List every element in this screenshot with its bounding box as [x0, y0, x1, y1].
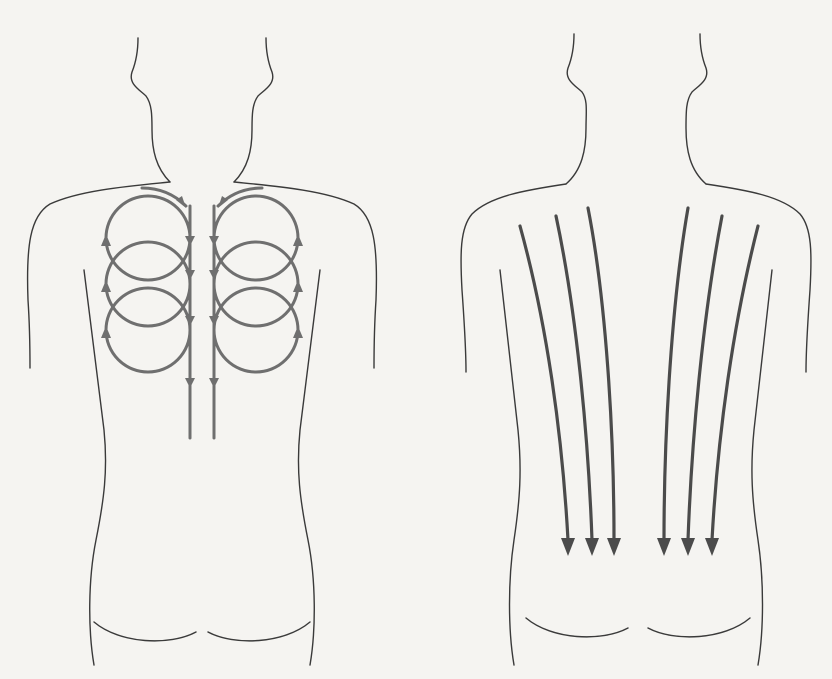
stroke-down-left-inner	[588, 208, 614, 540]
arrowhead-spine-left-3	[185, 316, 195, 326]
back-outline-left	[0, 0, 416, 679]
head-outline-left	[566, 34, 586, 184]
torso-outline-left	[500, 270, 520, 665]
arrowhead-circle-right-2-up	[293, 280, 303, 292]
arrowhead-circle-left-2-up	[101, 280, 111, 292]
arrowhead-down-left-middle	[585, 538, 599, 556]
arrowhead-down-right-inner	[657, 538, 671, 556]
head-outline-right	[686, 34, 707, 184]
buttock-outline-right	[648, 618, 750, 637]
shoulder-outline-right	[234, 182, 376, 368]
circle-right-1	[214, 196, 298, 280]
head-outline-right	[234, 38, 273, 182]
arrowhead-down-right-outer	[705, 538, 719, 556]
arrowhead-down-right-middle	[681, 538, 695, 556]
circle-left-1	[106, 196, 190, 280]
stroke-down-right-outer	[712, 226, 758, 540]
arrowhead-circle-right-1-up	[293, 234, 303, 246]
circle-right-2	[214, 242, 298, 326]
torso-outline-right	[298, 270, 320, 665]
buttock-outline-left	[94, 622, 196, 641]
stroke-down-left-outer	[520, 226, 568, 540]
arrowhead-circle-left-1-up	[101, 234, 111, 246]
arrowhead-down-left-inner	[607, 538, 621, 556]
stroke-down-right-inner	[664, 208, 688, 540]
torso-outline-left	[84, 270, 106, 665]
figure-downward-strokes	[416, 0, 832, 679]
circle-right-3	[214, 288, 298, 372]
shoulder-outline-right	[706, 184, 811, 372]
arrowhead-circle-right-3-up	[293, 326, 303, 338]
torso-outline-right	[752, 270, 772, 665]
stroke-down-left-middle	[556, 216, 592, 540]
shoulder-outline-left	[28, 182, 170, 368]
arrowhead-spine-right-1	[209, 236, 219, 246]
arrowhead-down-left-outer	[561, 538, 575, 556]
circle-left-2	[106, 242, 190, 326]
arrowhead-spine-left-2	[185, 270, 195, 280]
arrowhead-spine-right-3	[209, 316, 219, 326]
arrowhead-circle-left-3-up	[101, 326, 111, 338]
buttock-outline-right	[208, 622, 310, 641]
figure-circular-strokes	[0, 0, 416, 679]
arrowhead-spine-left-1	[185, 236, 195, 246]
arrowhead-spine-right-2	[209, 270, 219, 280]
arrowhead-spine-right-4	[209, 378, 219, 388]
stroke-down-right-middle	[688, 216, 722, 540]
arrowhead-spine-left-4	[185, 378, 195, 388]
shoulder-outline-left	[461, 184, 566, 372]
buttock-outline-left	[526, 618, 628, 637]
head-outline-left	[131, 38, 170, 182]
circle-left-3	[106, 288, 190, 372]
back-outline-right	[416, 0, 832, 679]
